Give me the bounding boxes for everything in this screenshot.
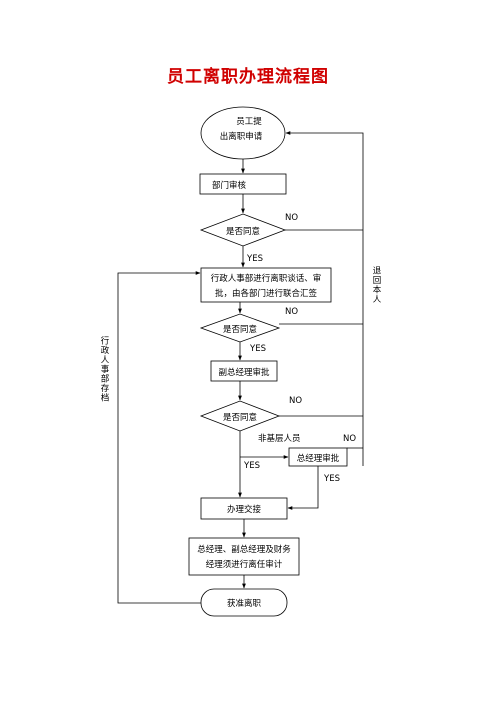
return-line bbox=[285, 131, 364, 466]
decision-2-label: 是否同意 bbox=[223, 324, 257, 335]
edge-gm-yes-to-handover bbox=[287, 466, 319, 510]
archive-line bbox=[117, 271, 201, 604]
decision-2 bbox=[199, 313, 281, 343]
no-label-1: NO bbox=[285, 213, 298, 223]
return-to-employee-label: 退回本人 bbox=[371, 265, 381, 304]
dept-review-label: 部门审核 bbox=[212, 180, 247, 191]
decision-1-label: 是否同意 bbox=[226, 226, 260, 237]
handover-label: 办理交接 bbox=[227, 504, 262, 515]
hr-interview-box bbox=[200, 267, 332, 303]
yes-label-3: YES bbox=[243, 461, 260, 471]
page-title: 员工离职办理流程图 bbox=[167, 67, 329, 87]
audit-box bbox=[188, 537, 300, 576]
audit-label-2: 经理须进行离任审计 bbox=[206, 559, 283, 570]
hr-archive-label: 行政人事部存档 bbox=[99, 335, 109, 402]
vp-approval-box bbox=[210, 360, 278, 382]
vp-approval-label: 副总经理审批 bbox=[218, 367, 270, 378]
no-label-2: NO bbox=[285, 307, 298, 317]
hr-interview-label-2: 批，由各部门进行联合汇签 bbox=[215, 288, 318, 299]
yes-label-4: YES bbox=[323, 474, 340, 484]
non-base-staff-label: 非基层人员 bbox=[258, 433, 301, 444]
yes-label-1: YES bbox=[246, 254, 263, 264]
yes-label-2: YES bbox=[249, 344, 266, 354]
end-node bbox=[200, 588, 288, 617]
no-label-3: NO bbox=[289, 396, 302, 406]
hr-interview-label-1: 行政人事部进行离职谈话、审 bbox=[211, 273, 322, 284]
end-label: 获准离职 bbox=[227, 598, 262, 609]
no-label-4: NO bbox=[343, 434, 356, 444]
start-label-2: 出离职申请 bbox=[220, 131, 263, 142]
start-label-1: 员工提 bbox=[236, 116, 262, 127]
gm-approval-label: 总经理审批 bbox=[297, 453, 340, 464]
audit-label-1: 总经理、副总经理及财务 bbox=[197, 544, 291, 555]
decision-3-label: 是否同意 bbox=[223, 412, 257, 423]
